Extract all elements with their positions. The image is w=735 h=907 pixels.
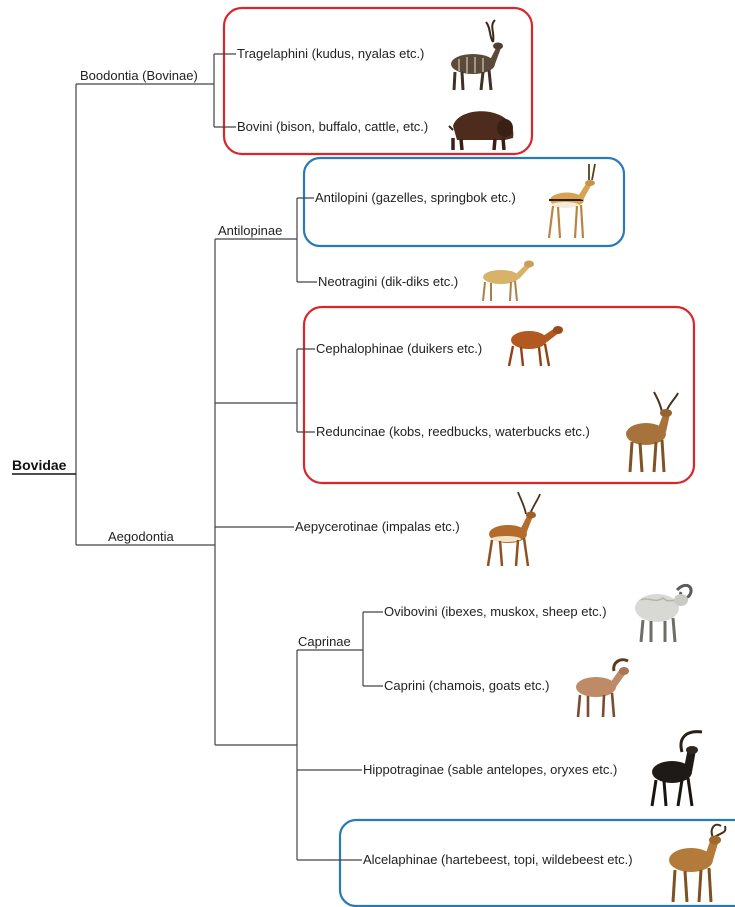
group-label-caprinae: Caprinae	[298, 634, 351, 649]
sable-antelope-icon	[652, 732, 702, 806]
taxon-label-alcelaphinae: Alcelaphinae (hartebeest, topi, wildebee…	[363, 852, 633, 867]
bison-icon	[449, 111, 513, 150]
taxon-label-aepycerotinae: Aepycerotinae (impalas etc.)	[295, 519, 460, 534]
dikdik-icon	[483, 261, 534, 302]
group-label-antilopinae: Antilopinae	[218, 223, 282, 238]
taxon-label-reduncinae: Reduncinae (kobs, reedbucks, waterbucks …	[316, 424, 590, 439]
taxon-label-tragelaphini: Tragelaphini (kudus, nyalas etc.)	[237, 46, 424, 61]
hartebeest-icon	[669, 825, 725, 902]
subfamily-label-boodontia: Boodontia (Bovinae)	[80, 68, 198, 83]
duiker-icon	[509, 326, 563, 366]
gazelle-icon	[549, 164, 595, 238]
impala-icon	[488, 492, 540, 566]
kudu-icon	[451, 20, 503, 90]
taxon-label-caprini: Caprini (chamois, goats etc.)	[384, 678, 549, 693]
taxon-label-cephalophinae: Cephalophinae (duikers etc.)	[316, 341, 482, 356]
root-label: Bovidae	[12, 457, 67, 473]
subfamily-label-aegodontia: Aegodontia	[108, 529, 175, 544]
taxon-label-bovini: Bovini (bison, buffalo, cattle, etc.)	[237, 119, 428, 134]
tree-branches	[12, 54, 383, 860]
taxon-label-neotragini: Neotragini (dik-diks etc.)	[318, 274, 458, 289]
highlight-box-cephalophinae-reduncinae	[304, 307, 694, 483]
waterbuck-icon	[626, 392, 678, 472]
sheep-icon	[635, 585, 691, 642]
taxon-label-hippotraginae: Hippotraginae (sable antelopes, oryxes e…	[363, 762, 617, 777]
taxon-label-antilopini: Antilopini (gazelles, springbok etc.)	[315, 190, 516, 205]
taxon-label-ovibovini: Ovibovini (ibexes, muskox, sheep etc.)	[384, 604, 607, 619]
goat-icon	[576, 660, 629, 717]
